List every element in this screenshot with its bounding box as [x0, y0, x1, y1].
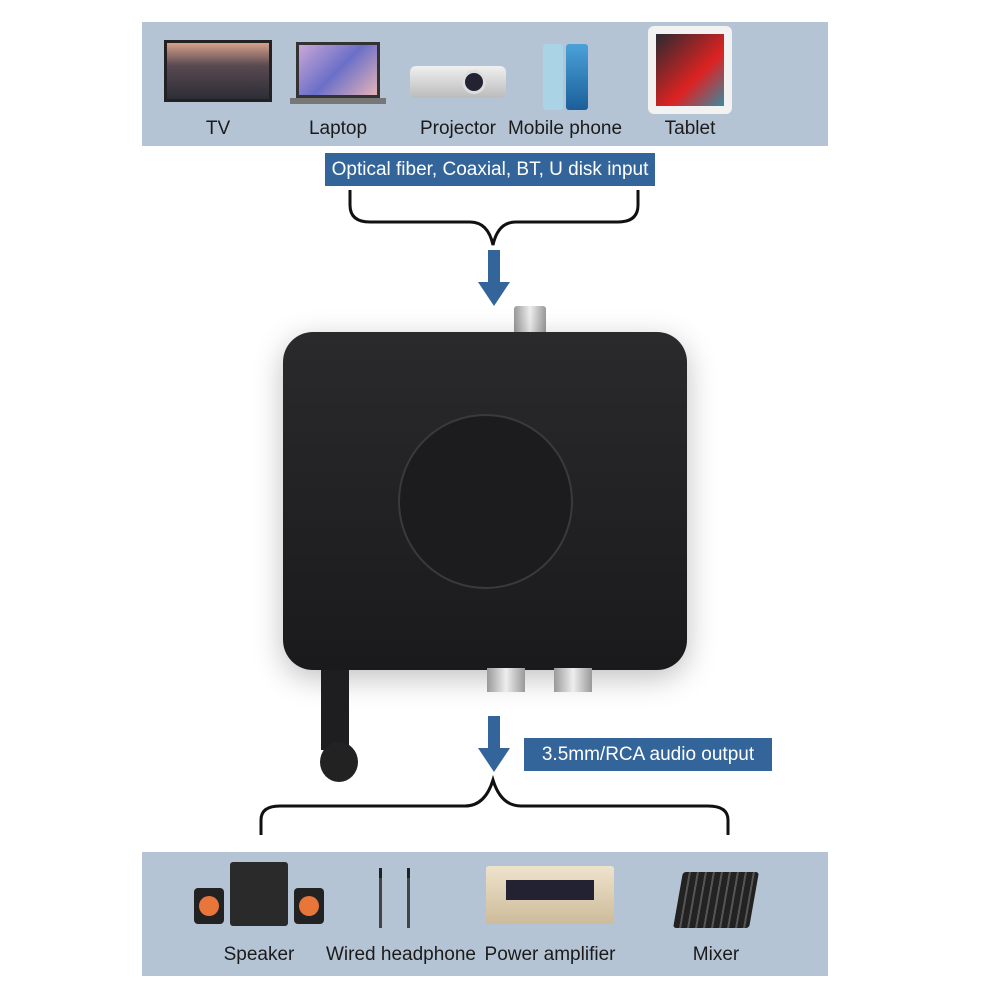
output-arrow-icon [478, 716, 510, 772]
rca-output-right [554, 668, 592, 692]
coaxial-input-jack [514, 306, 546, 336]
mixer-icon [673, 872, 759, 928]
device-label: Wired headphone [326, 944, 476, 965]
laptop-icon [290, 42, 386, 104]
device-projector: Projector [410, 66, 506, 139]
headphone-icon [366, 868, 422, 928]
device-tablet: Tablet [648, 26, 732, 139]
device-label: TV [205, 118, 231, 139]
amplifier-icon [486, 866, 614, 924]
output-brace [259, 774, 730, 835]
input-brace [348, 190, 640, 246]
rca-output-left [487, 668, 525, 692]
device-label: Mobile phone [507, 118, 623, 139]
device-label: Power amplifier [484, 944, 616, 965]
input-devices-panel: TV Laptop Projector Mobile phone Tablet [142, 22, 828, 146]
tablet-icon [648, 26, 732, 114]
antenna-tip [320, 742, 358, 782]
output-types-label: 3.5mm/RCA audio output [524, 738, 772, 771]
projector-icon [410, 66, 506, 98]
device-label: Laptop [308, 118, 368, 139]
device-label: Tablet [664, 118, 716, 139]
phone-icon [540, 44, 590, 110]
output-devices-panel: Speaker Wired headphone Power amplifier … [142, 852, 828, 976]
device-wired-headphone: Wired headphone [326, 868, 476, 965]
device-label: Projector [419, 118, 497, 139]
device-label: Speaker [223, 944, 295, 965]
device-tv: TV [164, 40, 272, 139]
device-laptop: Laptop [290, 42, 386, 139]
antenna [321, 670, 349, 750]
device-label: Mixer [692, 944, 740, 965]
input-types-label: Optical fiber, Coaxial, BT, U disk input [325, 153, 655, 186]
tv-icon [164, 40, 272, 102]
device-speaker: Speaker [194, 862, 324, 965]
device-mobile-phone: Mobile phone [508, 44, 622, 139]
input-arrow-icon [478, 250, 510, 306]
device-mixer: Mixer [673, 872, 759, 965]
device-power-amplifier: Power amplifier [485, 866, 615, 965]
volume-knob[interactable] [398, 414, 573, 589]
dac-device [283, 306, 687, 782]
speaker-icon [194, 862, 324, 928]
